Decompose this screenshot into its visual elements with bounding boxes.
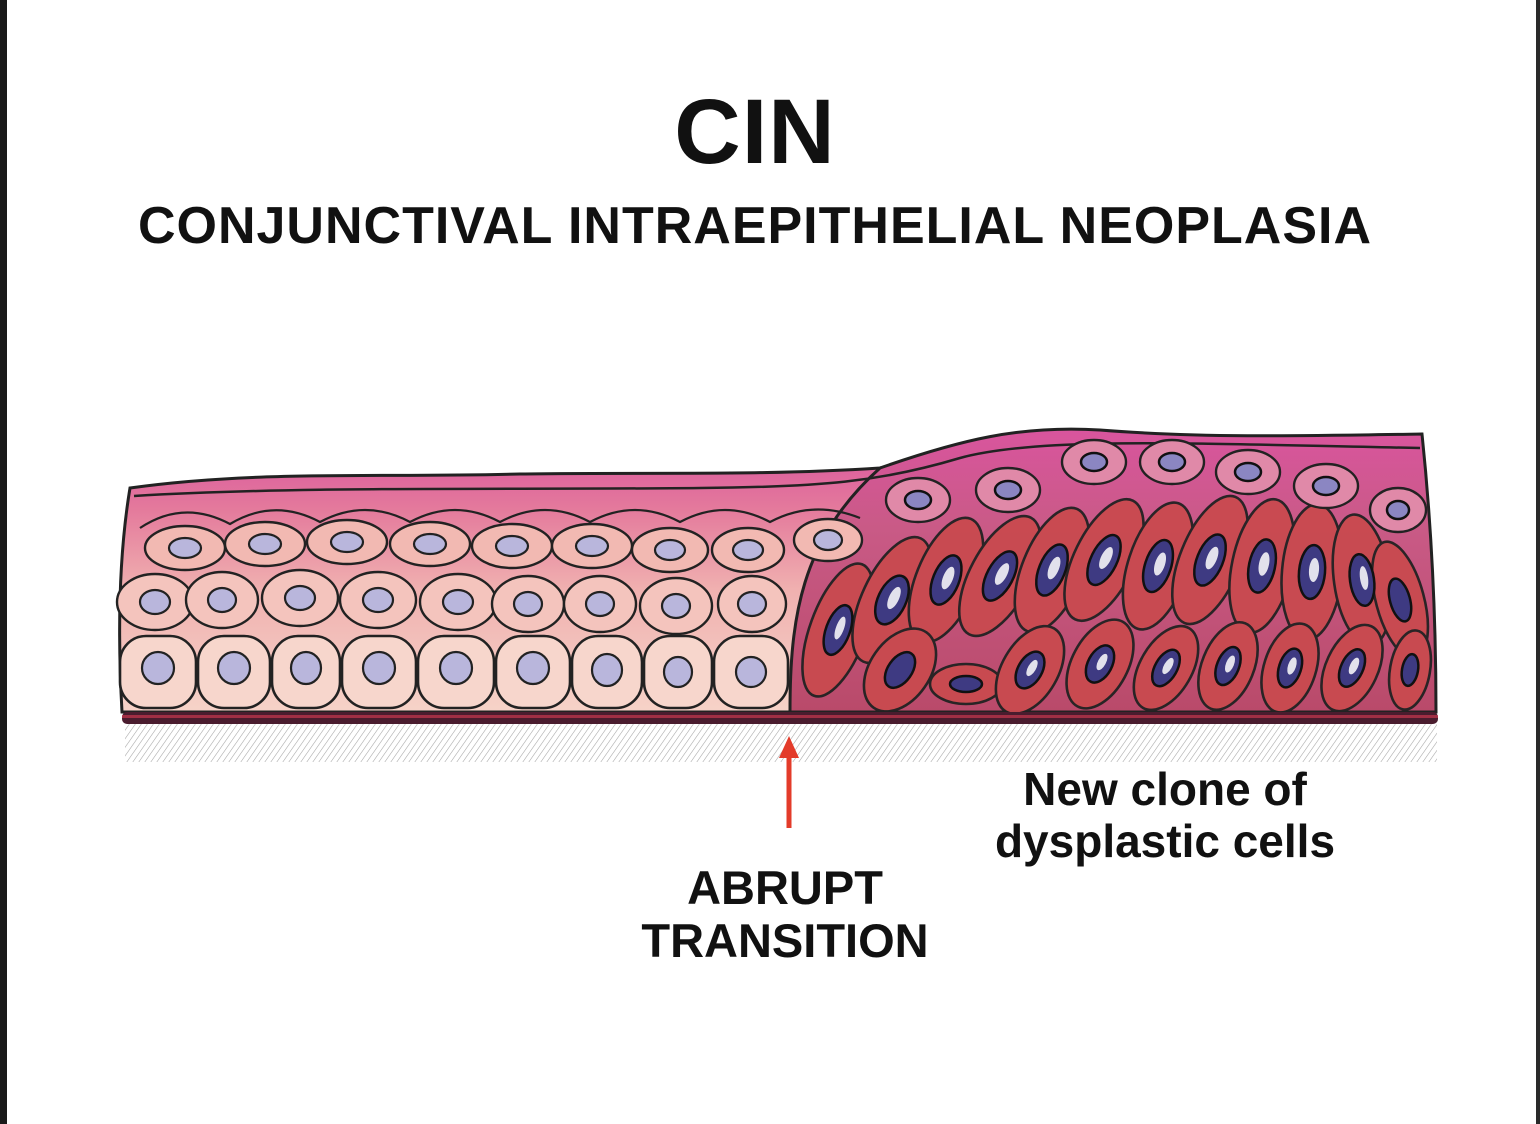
page-title: CIN [674, 81, 836, 183]
normal-cells-basal-row [118, 634, 790, 710]
page-subtitle: CONJUNCTIVAL INTRAEPITHELIAL NEOPLASIA [137, 197, 1373, 255]
nucleus-highlights [834, 546, 1369, 677]
right-frame-edge [1536, 0, 1540, 1124]
normal-nuclei [138, 528, 844, 689]
dysplastic-clone-label: New clone of dysplastic cells [994, 763, 1336, 867]
dysplastic-surface-cells [884, 438, 1428, 534]
transition-arrow [779, 736, 799, 828]
surface-squamous-layer [133, 442, 1421, 498]
left-frame-edge [0, 0, 7, 1124]
abrupt-transition-label: ABRUPT TRANSITION [641, 861, 929, 967]
surface-layer-scallop [139, 508, 861, 529]
